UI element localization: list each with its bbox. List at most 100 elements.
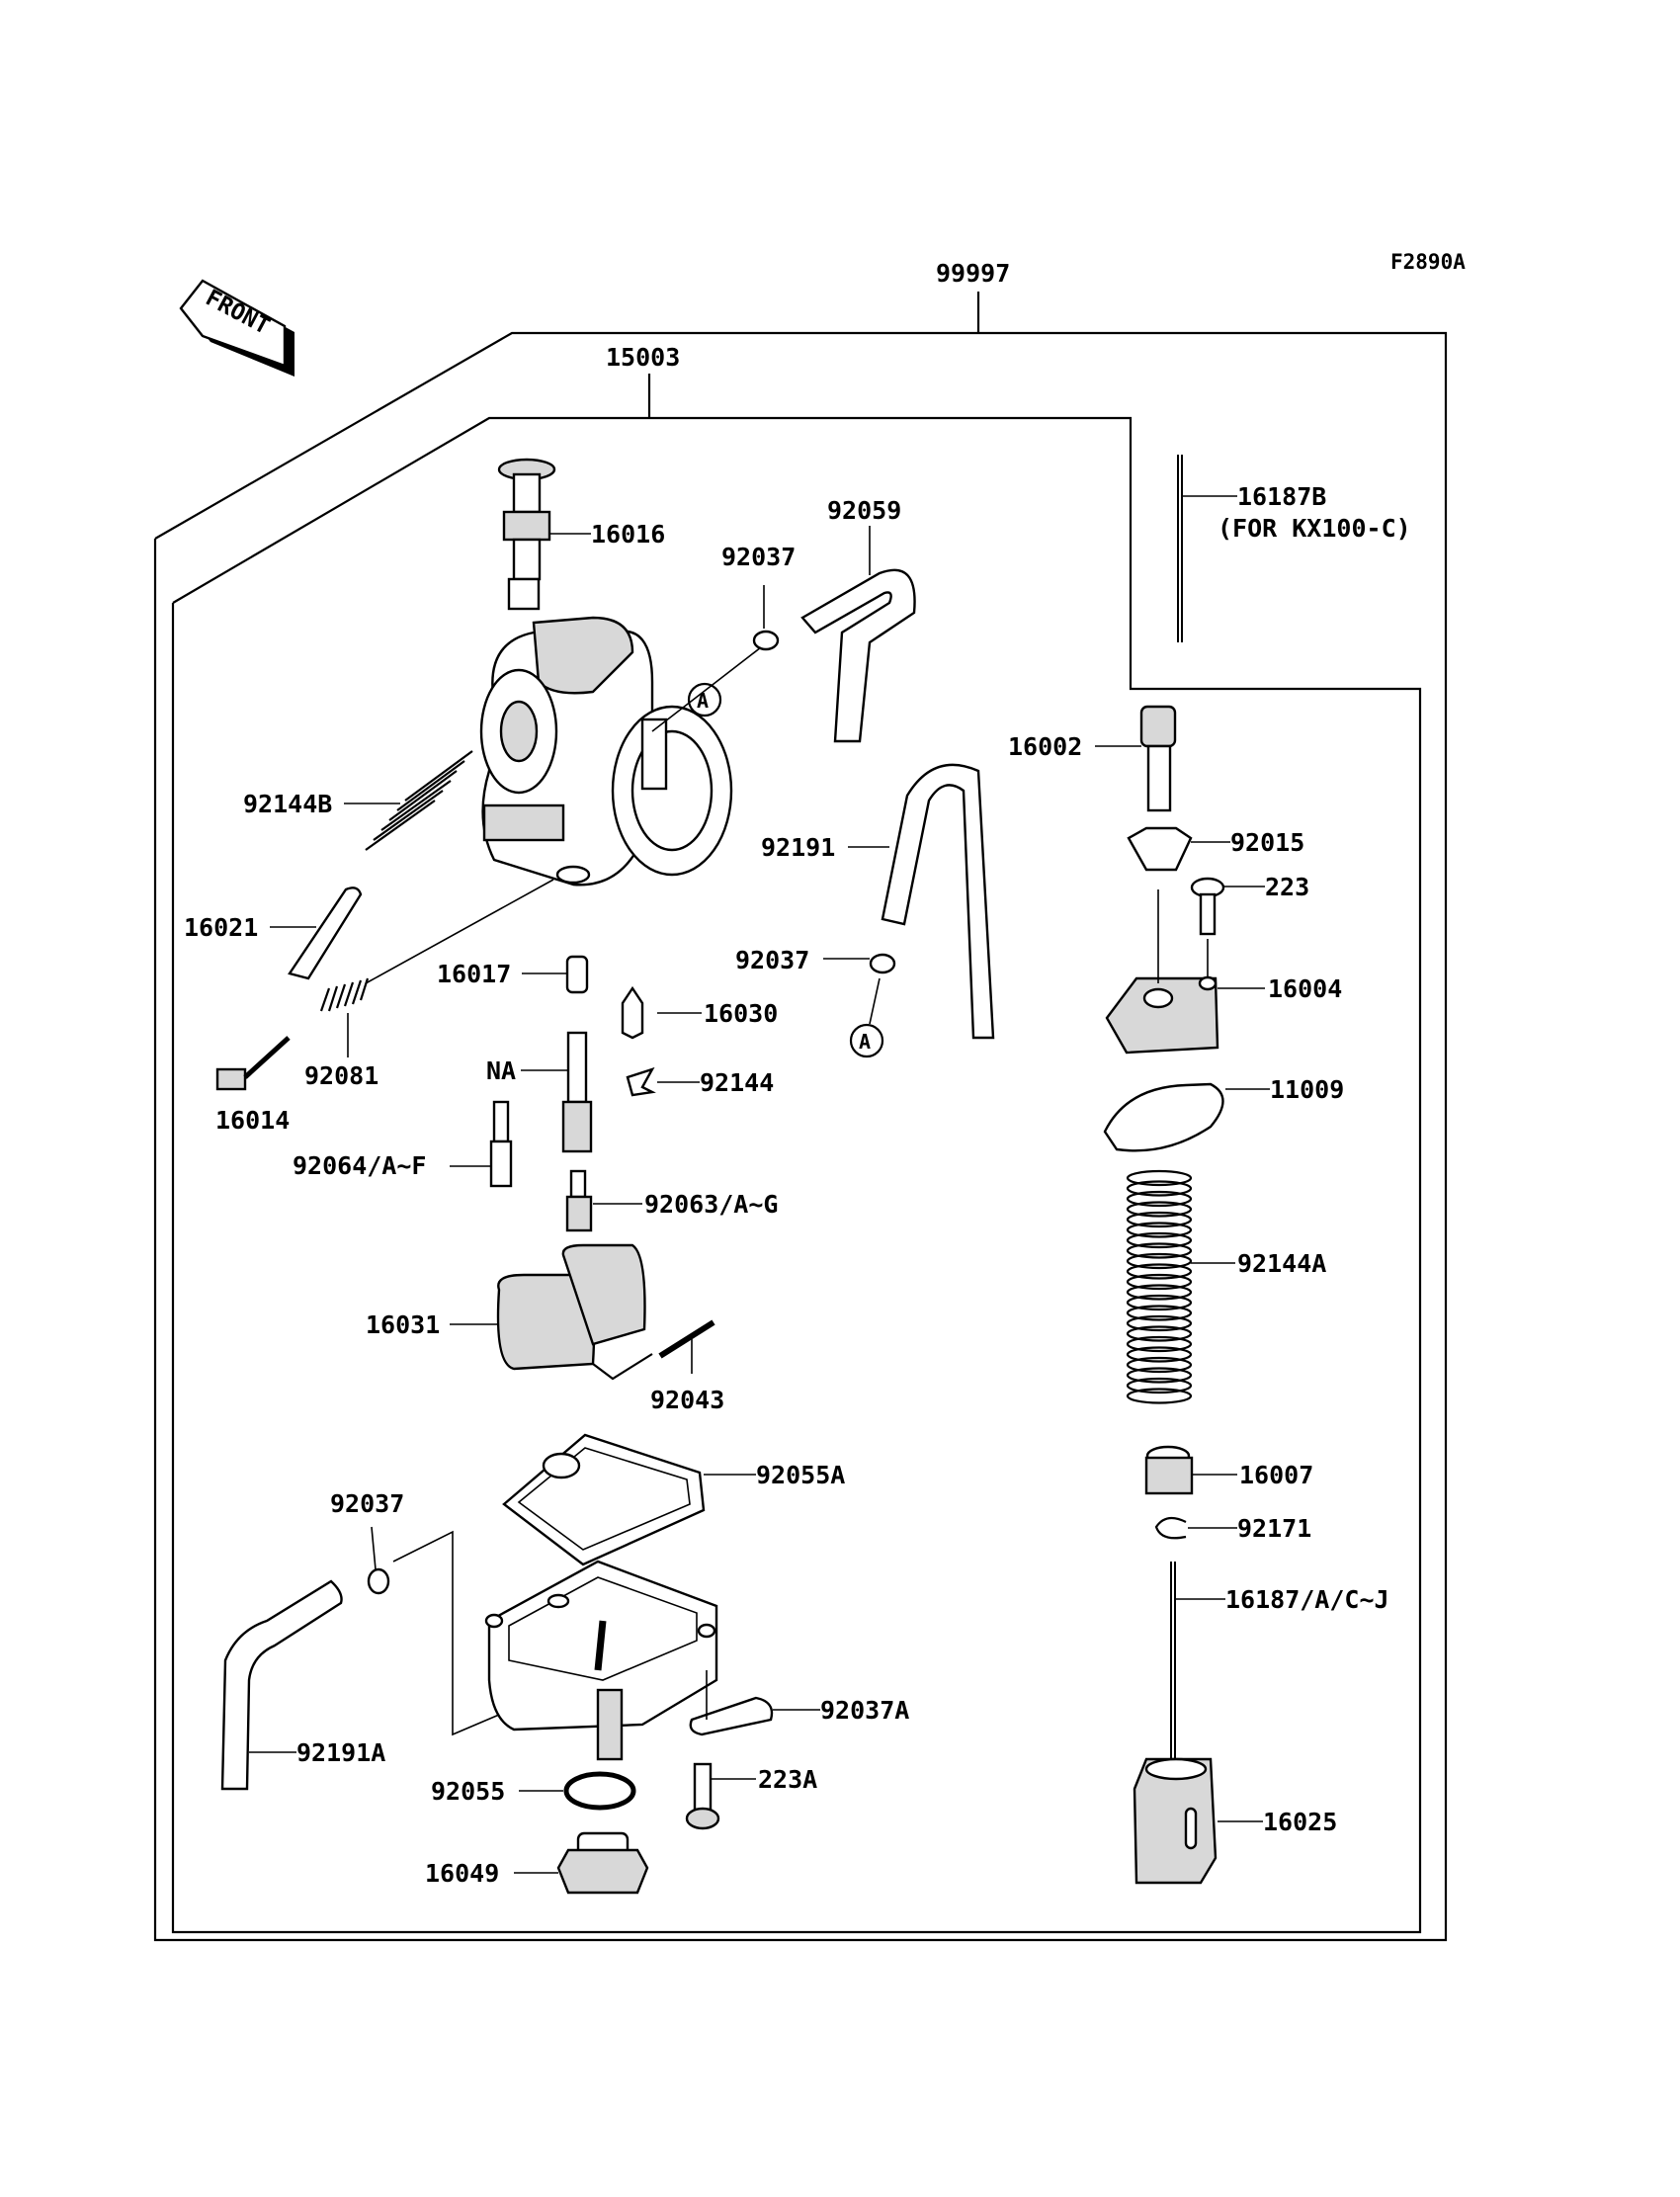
callout-circle-a2 (849, 1023, 884, 1058)
part-16021-throttle-stop-screw (288, 887, 363, 980)
part-16017-jet (565, 955, 589, 994)
label-92037-low: 92037 (330, 1489, 404, 1518)
part-16025-throttle-valve (1133, 1757, 1218, 1885)
part-92191A-hose (220, 1579, 343, 1791)
label-92171: 92171 (1237, 1514, 1311, 1543)
part-float-bowl (484, 1560, 718, 1761)
spring-coil (1126, 1263, 1193, 1280)
label-NA: NA (486, 1056, 516, 1085)
part-92037A-plate (689, 1696, 774, 1736)
spring-coil (1126, 1325, 1193, 1342)
spring-coil (1126, 1388, 1193, 1404)
label-11009: 11009 (1270, 1075, 1344, 1104)
spring-coil (1126, 1190, 1193, 1208)
part-16030-float-valve (621, 985, 644, 1040)
part-92063-main-jet (565, 1169, 593, 1232)
spring-coil (1126, 1169, 1193, 1187)
label-92144A: 92144A (1237, 1249, 1326, 1278)
part-92144A-throttle-spring (1126, 1169, 1193, 1404)
part-16014-air-screw (215, 1036, 291, 1091)
spring-coil (1126, 1252, 1193, 1270)
label-16187B: 16187B (1237, 482, 1326, 511)
part-16049-drain-plug (556, 1831, 649, 1895)
assembly-label-99997: 99997 (936, 259, 1010, 288)
label-16049: 16049 (425, 1859, 499, 1888)
part-92064-pilot-jet (489, 1100, 513, 1188)
spring-coil (1126, 1335, 1193, 1353)
label-16004: 16004 (1268, 974, 1342, 1003)
spring-coil (1126, 1294, 1193, 1311)
label-16016: 16016 (591, 520, 665, 549)
label-92037-top: 92037 (721, 543, 796, 571)
part-16002-adjust-screw (1139, 705, 1177, 812)
label-16187AC: 16187/A/C~J (1225, 1585, 1389, 1614)
spring-coil (1126, 1222, 1193, 1238)
label-92037-mid: 92037 (735, 946, 809, 974)
label-92191A: 92191A (296, 1738, 385, 1767)
part-16016-cable-adjuster (497, 458, 556, 611)
part-carburetor-body (479, 616, 733, 887)
part-92059-hose (800, 568, 916, 743)
label-92064: 92064/A~F (293, 1151, 426, 1180)
part-92081-spring (319, 879, 554, 1012)
label-92043: 92043 (650, 1386, 724, 1414)
callout-a2-label: A (859, 1030, 871, 1054)
part-92037-clip (752, 630, 780, 651)
label-92059: 92059 (827, 496, 901, 525)
label-92144B: 92144B (243, 790, 332, 818)
part-92191-hose (881, 763, 995, 1040)
label-92055: 92055 (431, 1777, 505, 1806)
label-92055A: 92055A (756, 1461, 845, 1489)
part-92015-nut (1127, 826, 1193, 872)
part-92144B-spring (365, 750, 473, 851)
spring-coil (1126, 1273, 1193, 1291)
label-223: 223 (1265, 873, 1309, 901)
label-92081: 92081 (304, 1061, 378, 1090)
label-92063: 92063/A~G (644, 1190, 778, 1219)
spring-coil (1126, 1180, 1193, 1197)
assembly-frame-99997 (153, 292, 1448, 1942)
spring-coil (1126, 1314, 1193, 1332)
assembly-label-15003: 15003 (606, 343, 680, 372)
label-16017: 16017 (437, 960, 511, 988)
spring-coil (1126, 1346, 1193, 1363)
label-92015: 92015 (1230, 828, 1304, 857)
figure-reference-code: F2890A (1390, 250, 1466, 274)
part-16031-float (496, 1243, 653, 1381)
spring-coil (1126, 1242, 1193, 1259)
callout-circle-a1 (687, 682, 722, 718)
label-92144: 92144 (700, 1068, 774, 1097)
label-16025: 16025 (1263, 1808, 1337, 1836)
part-92037-clip-mid (869, 953, 896, 974)
front-direction-arrow: FRONT (179, 279, 294, 377)
label-16002: 16002 (1008, 732, 1082, 761)
label-16014: 16014 (215, 1106, 290, 1135)
spring-coil (1126, 1356, 1193, 1374)
part-92144-spring (626, 1066, 656, 1097)
part-223A-bolt (685, 1762, 720, 1830)
spring-coil (1126, 1201, 1193, 1218)
label-92037A: 92037A (820, 1696, 909, 1725)
part-223-screw (1190, 877, 1225, 936)
spring-coil (1126, 1377, 1193, 1394)
part-16004-mixing-chamber-cap (1105, 889, 1219, 1055)
part-16007-needle-holder (1144, 1445, 1194, 1495)
label-223A: 223A (758, 1765, 817, 1794)
part-92055-o-ring (563, 1771, 636, 1811)
spring-coil (1126, 1284, 1193, 1301)
part-needle-jet-holder (561, 1031, 593, 1153)
part-92043-float-pin (658, 1319, 715, 1359)
label-16031: 16031 (366, 1310, 440, 1339)
label-16187B-note: (FOR KX100-C) (1218, 514, 1411, 543)
label-16007: 16007 (1239, 1461, 1313, 1489)
assembly-frame-15003 (171, 374, 1422, 1934)
part-92037-clip-low (367, 1567, 390, 1595)
part-11009-gasket (1103, 1082, 1224, 1152)
part-92171-circlip (1154, 1516, 1187, 1540)
spring-coil (1126, 1211, 1193, 1228)
spring-coil (1126, 1367, 1193, 1384)
label-16030: 16030 (704, 999, 778, 1028)
spring-coil (1126, 1231, 1193, 1249)
label-92191: 92191 (761, 833, 835, 862)
